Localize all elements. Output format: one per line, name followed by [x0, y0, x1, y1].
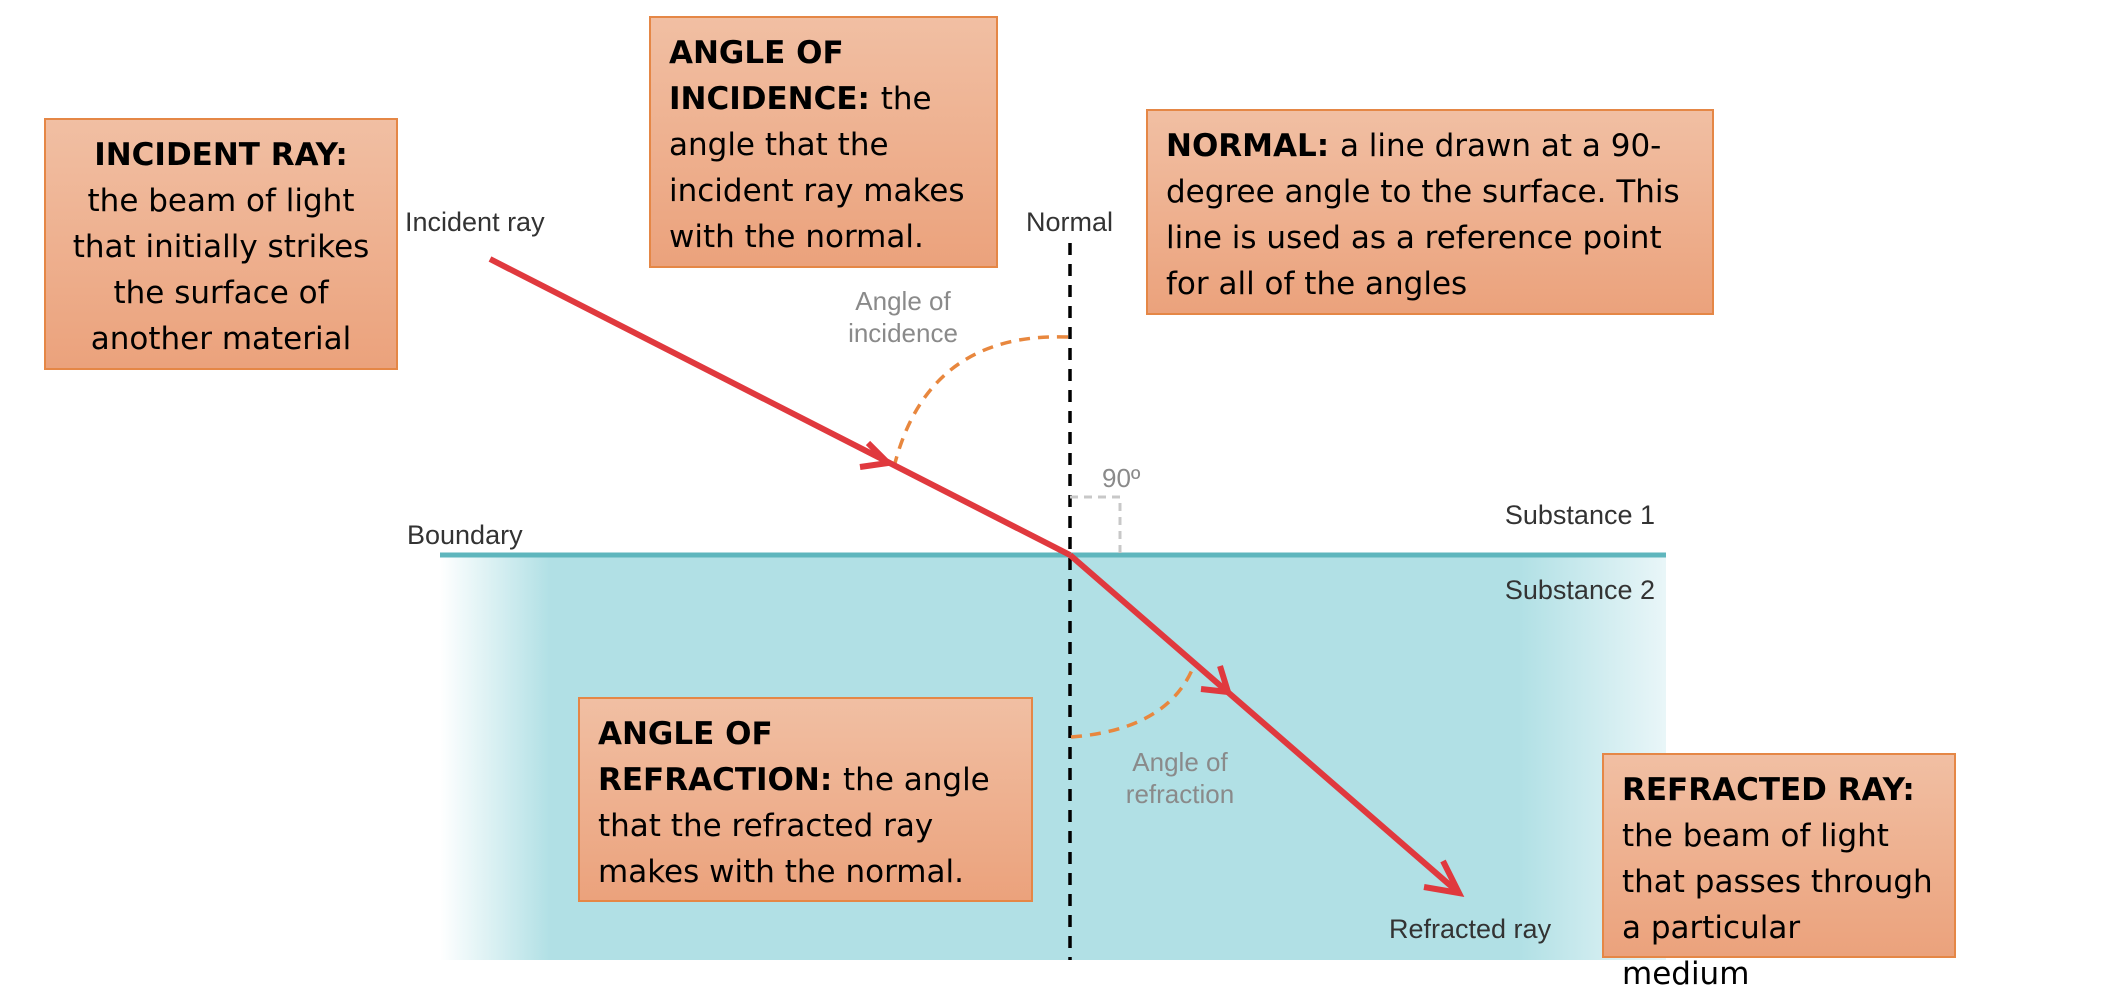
callout-angle-of-incidence-text: the angle that the incident ray makes wi… [669, 81, 965, 255]
refracted-ray-label: Refracted ray [1389, 914, 1552, 944]
refracted-ray-arrowhead [1423, 859, 1465, 897]
callout-angle-of-refraction: ANGLE OF REFRACTION: the angle that the … [578, 697, 1033, 902]
right-angle-marker [1070, 495, 1122, 553]
incident-ray-label: Incident ray [405, 207, 545, 237]
refracted-ray-mid-arrowhead [1200, 665, 1233, 696]
incident-ray-arrowhead [859, 440, 895, 470]
angle-of-incidence-label-line1: Angle of [855, 286, 951, 316]
right-angle-label: 90º [1102, 463, 1141, 493]
angle-of-refraction-label-line2: refraction [1126, 779, 1234, 809]
callout-refracted-ray-text: the beam of light that passes through a … [1622, 818, 1933, 992]
normal-label: Normal [1026, 207, 1113, 237]
angle-of-incidence-label-line2: incidence [848, 318, 958, 348]
callout-refracted-ray-term: REFRACTED RAY: [1622, 772, 1915, 808]
callout-incident-ray-text: the beam of light that initially strikes… [72, 183, 370, 357]
callout-angle-of-incidence: ANGLE OF INCIDENCE: the angle that the i… [649, 16, 998, 268]
callout-normal-term: NORMAL: [1166, 128, 1340, 164]
substance-1-label: Substance 1 [1505, 500, 1655, 530]
boundary-label: Boundary [407, 520, 523, 550]
substance-2-label: Substance 2 [1505, 575, 1655, 605]
callout-normal-text: a line drawn at a 90-degree angle to the… [1166, 128, 1680, 302]
callout-angle-of-refraction-text: the angle that the refracted ray makes w… [598, 762, 990, 890]
callout-refracted-ray: REFRACTED RAY: the beam of light that pa… [1602, 753, 1956, 992]
callout-incident-ray-term: INCIDENT RAY: [94, 137, 348, 173]
angle-of-refraction-label-line1: Angle of [1132, 747, 1228, 777]
refracted-ray-line [1068, 552, 1461, 896]
callout-angle-of-refraction-term: ANGLE OF REFRACTION: [598, 716, 844, 798]
angle-of-refraction-arc [1070, 669, 1194, 739]
incident-ray-line [488, 256, 1072, 558]
callout-angle-of-incidence-term: ANGLE OF INCIDENCE: [669, 35, 881, 117]
callout-incident-ray: INCIDENT RAY: the beam of light that ini… [44, 118, 398, 370]
callout-normal: NORMAL: a line drawn at a 90-degree angl… [1146, 109, 1714, 315]
angle-of-incidence-arc [893, 335, 1069, 464]
